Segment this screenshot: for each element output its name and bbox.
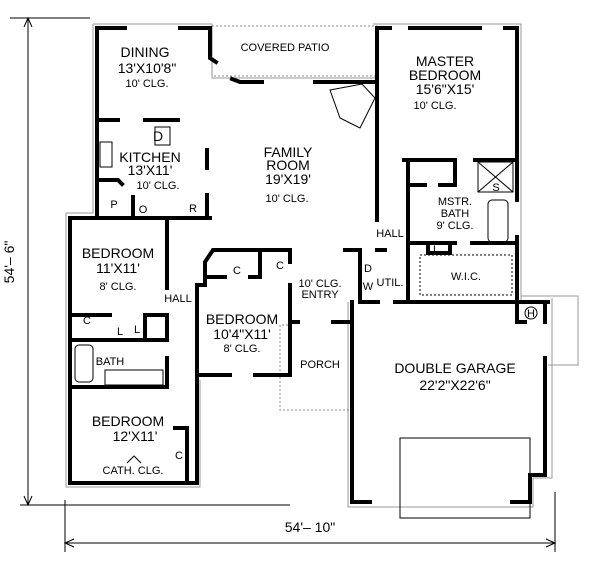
room-ceiling: CATH. CLG. <box>103 465 164 477</box>
closet-label: C <box>83 315 91 327</box>
closet-label: C <box>276 260 284 272</box>
room-entry: 10' CLG. ENTRY <box>298 278 341 301</box>
linen-label: L <box>117 326 123 338</box>
shower <box>477 161 514 193</box>
room-wic: W.I.C. <box>451 271 481 283</box>
room-size: 13'X11' <box>128 162 173 178</box>
room-bedroom-4: BEDROOM 12'X11' CATH. CLG. C <box>92 413 183 477</box>
room-name: BATH <box>441 208 470 220</box>
cooktop <box>99 141 113 168</box>
water-heater-label: H <box>527 308 535 320</box>
vanity <box>104 369 164 386</box>
room-ceiling: 10' CLG. <box>136 180 179 192</box>
room-ceiling: 10' CLG. <box>125 78 168 90</box>
room-covered-patio: COVERED PATIO <box>241 42 330 54</box>
room-ceiling: 8' CLG. <box>100 281 137 293</box>
room-ceiling: 10' CLG. <box>413 100 456 112</box>
water-heater <box>524 306 538 320</box>
pantry-label: P <box>110 199 117 211</box>
fireplace <box>329 83 376 129</box>
linen-label: L <box>134 324 140 336</box>
room-family: FAMILY ROOM 19'X19' 10' CLG. <box>264 144 313 205</box>
room-name: DINING <box>121 44 170 60</box>
shower-label: S <box>492 182 499 194</box>
room-bedroom-2: BEDROOM 11'X11' 8' CLG. C L L <box>82 245 154 338</box>
room-dining: DINING 13'X10'8" 10' CLG. <box>118 44 177 90</box>
room-garage: DOUBLE GARAGE 22'2"X22'6" H <box>394 308 535 393</box>
wic-shelf <box>419 254 513 296</box>
width-label: 54'– 10" <box>285 519 335 535</box>
room-name: MASTER <box>416 53 474 69</box>
master-bathtub <box>487 199 509 243</box>
room-name: KITCHEN <box>119 149 180 165</box>
room-size: 13'X10'8" <box>118 60 177 76</box>
room-size: 12'X11' <box>113 428 158 444</box>
room-name: ENTRY <box>301 289 339 301</box>
room-ceiling: 10' CLG. <box>298 278 341 290</box>
dryer-label: D <box>364 263 372 275</box>
room-porch: PORCH <box>300 359 340 371</box>
room-hall-east: HALL <box>376 228 404 240</box>
room-ceiling: 9' CLG. <box>437 220 474 232</box>
depth-label: 54'– 6" <box>1 241 17 284</box>
refrigerator-label: R <box>189 203 197 215</box>
room-name: MSTR. <box>438 196 472 208</box>
dishwasher-box <box>154 126 171 146</box>
room-name: DOUBLE GARAGE <box>394 360 515 376</box>
room-master-bedroom: MASTER BEDROOM 15'6"X15' 10' CLG. <box>409 53 481 112</box>
fixtures <box>74 83 538 519</box>
walls <box>68 26 550 504</box>
room-utility: D W UTIL. <box>363 263 404 293</box>
room-name: BEDROOM <box>92 413 164 429</box>
room-name: BEDROOM <box>409 67 481 83</box>
room-size: 19'X19' <box>265 171 311 187</box>
room-name: FAMILY <box>264 144 313 160</box>
room-size: 15'6"X15' <box>416 81 475 97</box>
room-size: 10'4"X11' <box>213 326 271 342</box>
dishwasher-label: D <box>153 128 163 144</box>
room-hall-west: HALL <box>164 293 192 305</box>
room-name: UTIL. <box>377 277 404 289</box>
linen-label: L <box>433 244 439 256</box>
room-name: ROOM <box>266 157 310 173</box>
washer-label: W <box>363 281 374 293</box>
room-bath: BATH <box>96 356 125 368</box>
room-kitchen: KITCHEN 13'X11' 10' CLG. D P O R <box>110 128 197 216</box>
oven-label: O <box>139 204 148 216</box>
room-bedroom-3: BEDROOM 10'4"X11' 8' CLG. C C <box>206 260 284 355</box>
garage-door <box>399 437 531 519</box>
dimension-width: 54'– 10" <box>63 492 557 552</box>
room-size: 22'2"X22'6" <box>419 377 490 393</box>
room-master-bath: MSTR. BATH 9' CLG. S L <box>433 182 500 256</box>
room-name: BEDROOM <box>206 311 278 327</box>
room-name: BEDROOM <box>82 245 154 261</box>
closet-label: C <box>175 450 183 462</box>
room-ceiling: 8' CLG. <box>224 343 261 355</box>
closet-label: C <box>233 265 241 277</box>
room-ceiling: 10' CLG. <box>265 193 308 205</box>
bathtub <box>74 344 94 383</box>
room-size: 11'X11' <box>96 260 140 276</box>
